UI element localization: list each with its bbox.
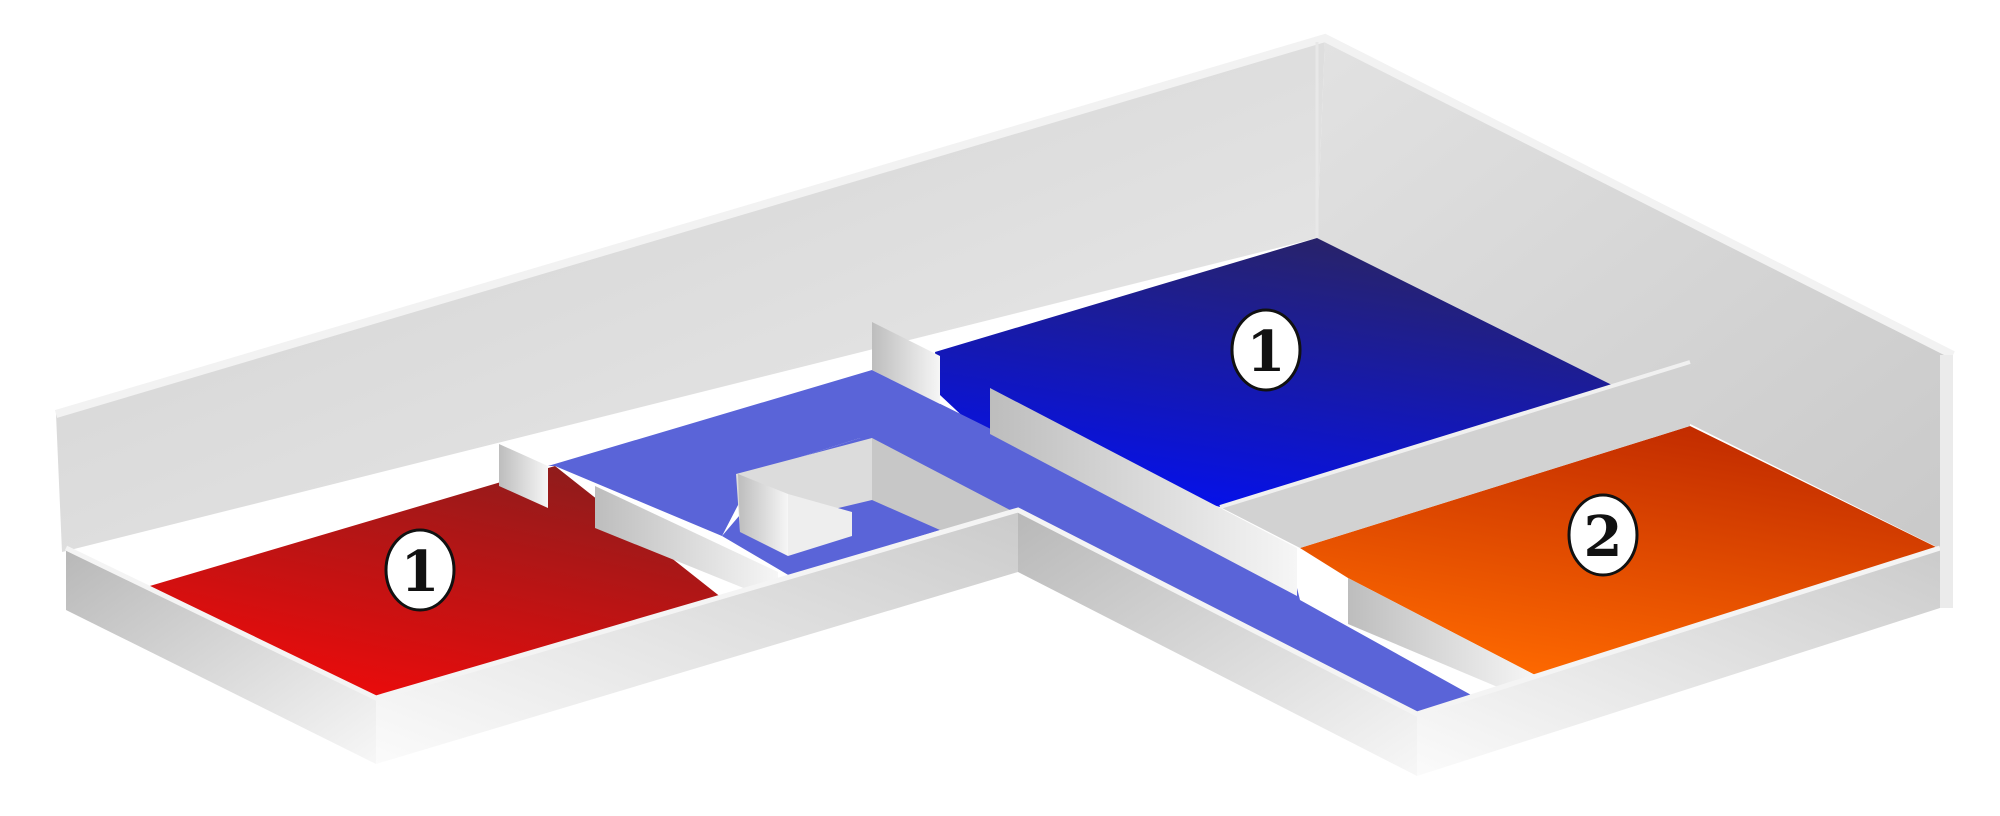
partition-left-long (595, 486, 778, 602)
partition-center-step (788, 494, 852, 556)
partition-right-back (1220, 362, 1690, 548)
corridor-floor (548, 370, 1473, 714)
partition-right-long (1348, 578, 1537, 688)
partition-center-right (872, 438, 1010, 530)
front-walls (64, 355, 1953, 776)
room-badge-top-label: 1 (1247, 319, 1286, 385)
front-wall-left-side (66, 548, 376, 764)
back-wall-top-edge (54, 33, 1955, 418)
front-wall-right-end (1940, 355, 1953, 608)
outer-walls (54, 33, 1955, 552)
partition-top-stub (872, 322, 940, 404)
partition-left-stub (499, 444, 548, 508)
back-wall-right (1317, 38, 1953, 552)
front-wall-left-front (376, 510, 1018, 764)
back-wall-left (56, 38, 1325, 552)
room-badge-right: 2 (1567, 493, 1639, 577)
room-badge-left-label: 1 (401, 539, 440, 605)
partition-right-back-edge (1219, 360, 1691, 509)
partition-top-long (990, 388, 1297, 596)
room-badge-left: 1 (384, 528, 456, 612)
partition-center-face (738, 474, 788, 556)
partitions (499, 322, 1691, 688)
room-badge-right-label: 2 (1584, 504, 1623, 570)
room-badge-top: 1 (1230, 308, 1302, 392)
front-wall-right-front (1417, 548, 1940, 776)
front-wall-mid-side (1018, 510, 1417, 776)
front-wall-top-edge (64, 507, 1941, 717)
